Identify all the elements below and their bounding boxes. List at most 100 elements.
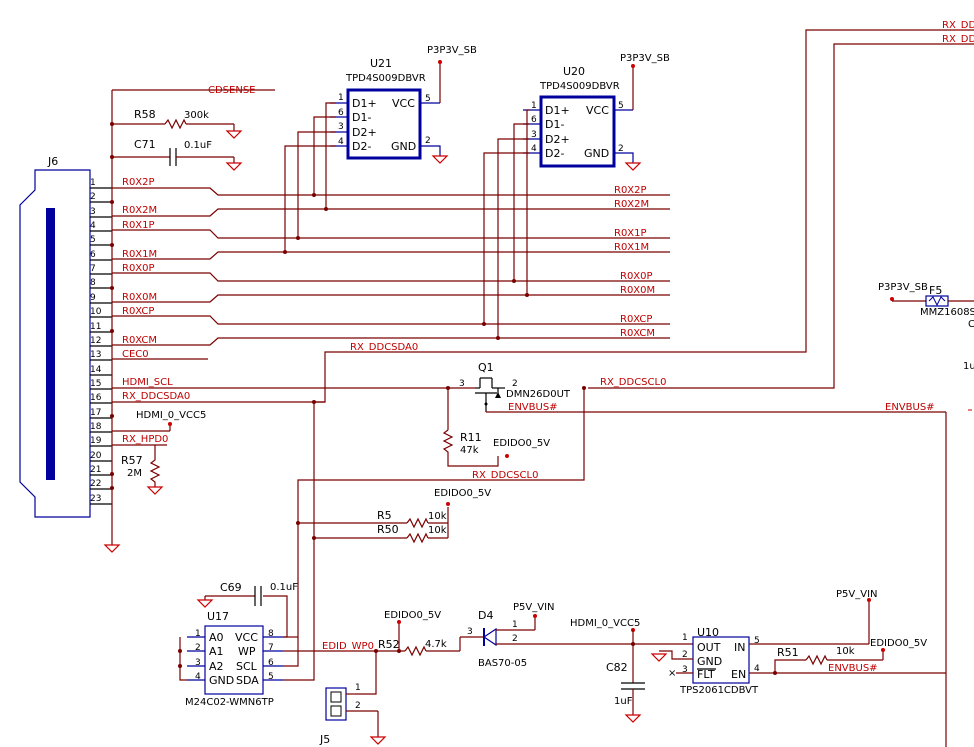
- net-r0x1p-right: R0X1P: [614, 228, 647, 239]
- r5-r50: EDIDO0_5V R5 10k R50 10k: [296, 400, 491, 651]
- r11-ref: R11: [460, 431, 482, 444]
- net-rx-dd-top1: RX_DD: [942, 20, 974, 31]
- svg-text:5: 5: [754, 636, 760, 646]
- c69-value: 0.1uF: [270, 582, 298, 593]
- net-r0x2p-right: R0X2P: [614, 185, 647, 196]
- j6-pin-number: 18: [90, 422, 102, 432]
- svg-text:6: 6: [338, 108, 344, 118]
- u20-ref: U20: [563, 65, 585, 78]
- r58-value: 300k: [184, 110, 209, 121]
- j6-pin-number: 21: [90, 465, 101, 475]
- svg-text:5: 5: [268, 672, 274, 682]
- net-r0xcm-left: R0XCM: [122, 335, 157, 346]
- u20-part: TPD4S009DBVR: [539, 81, 620, 92]
- svg-text:2: 2: [355, 701, 361, 711]
- j6-ref: J6: [47, 155, 58, 168]
- q1-part: DMN26D0UT: [506, 389, 571, 400]
- u21-pin-d1p: D1+: [352, 97, 377, 110]
- svg-text:5: 5: [425, 94, 431, 104]
- svg-text:3: 3: [338, 122, 344, 132]
- u20-pin-d1m: D1-: [545, 118, 564, 131]
- u10-pin-gnd: GND: [697, 655, 722, 668]
- u21-part: TPD4S009DBVR: [345, 73, 426, 84]
- net-r0x0m-left: R0X0M: [122, 292, 157, 303]
- d4-ref: D4: [478, 609, 493, 622]
- svg-text:2: 2: [682, 650, 688, 660]
- u10-pin-flt: FLT: [697, 668, 715, 681]
- u17-pin-vcc: VCC: [235, 631, 258, 644]
- svg-text:2: 2: [512, 634, 518, 644]
- svg-text:1: 1: [682, 633, 688, 643]
- u17-pin-sda: SDA: [236, 674, 259, 687]
- f5-ref: F5: [929, 284, 942, 297]
- svg-text:C: C: [968, 319, 974, 330]
- u17-ref: U17: [207, 610, 229, 623]
- u21-ref: U21: [370, 57, 392, 70]
- net-cdsense: CDSENSE: [208, 85, 256, 96]
- r52-supply: EDIDO0_5V: [384, 610, 441, 621]
- r52-ref: R52: [378, 638, 400, 651]
- j6-pin-number: 12: [90, 336, 101, 346]
- j6-pin-number: 1: [90, 178, 96, 188]
- u17-pin-a0: A0: [209, 631, 224, 644]
- ic-u20: U20 TPD4S009DBVR D1+ D1- D2+ D2- VCC GND…: [482, 53, 670, 340]
- net-envbus-q1: ENVBUS#: [508, 402, 558, 413]
- svg-text:1u: 1u: [963, 361, 974, 372]
- svg-text:4: 4: [338, 137, 344, 147]
- net-r0x2m-right: R0X2M: [614, 199, 649, 210]
- svg-text:1: 1: [531, 101, 537, 111]
- j5-ref: J5: [319, 733, 330, 746]
- net-r0x0m-right: R0X0M: [620, 285, 655, 296]
- svg-text:2: 2: [425, 136, 431, 146]
- connector-j6: J6 1234567891011121314151617181920212223…: [19, 85, 275, 553]
- u21-pin-d2m: D2-: [352, 140, 371, 153]
- u17-pin-gnd: GND: [209, 674, 234, 687]
- j6-pin-number: 11: [90, 322, 101, 332]
- svg-text:3: 3: [531, 130, 537, 140]
- svg-text:4: 4: [754, 664, 760, 674]
- u20-pin-vcc: VCC: [586, 104, 609, 117]
- net-hdmi-scl: HDMI_SCL: [122, 377, 173, 388]
- u21-pin-d1m: D1-: [352, 111, 371, 124]
- u17-pin-scl: SCL: [236, 660, 258, 673]
- r52-value: 4.7k: [425, 639, 447, 650]
- r51-value: 10k: [836, 646, 855, 657]
- svg-text:3: 3: [467, 627, 473, 637]
- r5-supply: EDIDO0_5V: [434, 488, 491, 499]
- svg-text:2: 2: [512, 379, 518, 389]
- net-r0xcm-right: R0XCM: [620, 328, 655, 339]
- r58-ref: R58: [134, 108, 156, 121]
- svg-text:1: 1: [338, 93, 344, 103]
- u10-pin-en: EN: [731, 668, 746, 681]
- j6-pin-number: 22: [90, 479, 101, 489]
- c71-ref: C71: [134, 138, 156, 151]
- u20-pin-d2p: D2+: [545, 133, 570, 146]
- net-rx-hpd0: RX_HPD0: [122, 434, 168, 445]
- j6-pin-number: 15: [90, 379, 101, 389]
- u20-pin-d1p: D1+: [545, 104, 570, 117]
- u20-supply: P3P3V_SB: [620, 53, 670, 64]
- u17-pin-wp: WP: [238, 645, 256, 658]
- svg-text:3: 3: [459, 379, 465, 389]
- ic-u10: U10 TPS2061CDBVT OUT GND FLT IN EN 123 5…: [650, 589, 946, 696]
- u21-pin-vcc: VCC: [392, 97, 415, 110]
- j6-pin-number: 3: [90, 207, 96, 217]
- fuse-f5: P3P3V_SB F5 MMZ1608S6 C 1u: [878, 282, 974, 411]
- net-rx-ddcscl0: RX_DDCSCL0: [600, 377, 666, 388]
- svg-text:3: 3: [195, 658, 201, 668]
- c69-ref: C69: [220, 581, 242, 594]
- r5-value: 10k: [428, 511, 447, 522]
- net-rx-dd-top2: RX_DD: [942, 34, 974, 45]
- j6-pin-number: 20: [90, 451, 102, 461]
- net-edid-wp0: EDID_WP0: [322, 641, 374, 652]
- f5-part: MMZ1608S6: [920, 307, 974, 318]
- net-rx-ddcscl0-lower: RX_DDCSCL0: [472, 470, 538, 481]
- u10-supply: P5V_VIN: [836, 589, 878, 600]
- svg-text:4: 4: [531, 144, 537, 154]
- r50-ref: R50: [377, 523, 399, 536]
- r5-ref: R5: [377, 509, 392, 522]
- net-r0x2p-left: R0X2P: [122, 177, 155, 188]
